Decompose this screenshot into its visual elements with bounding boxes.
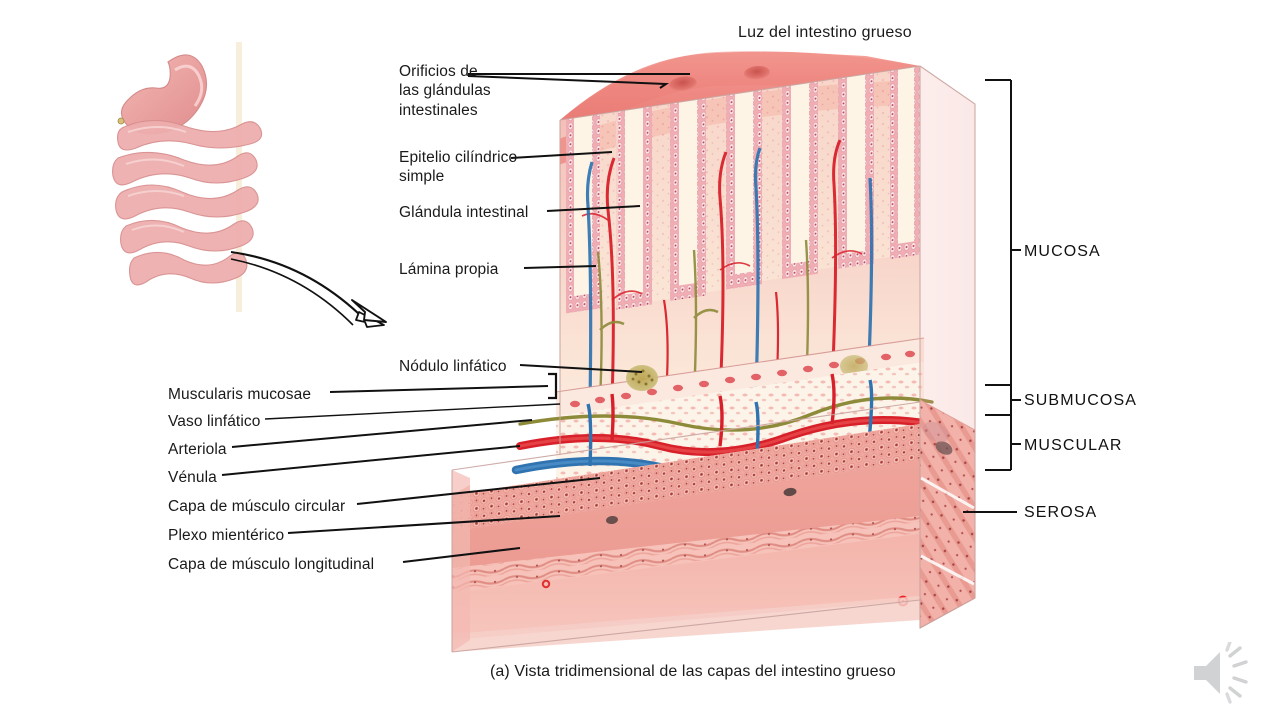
- submucosa-layer: [556, 362, 924, 482]
- layer-label-serosa: SEROSA: [1024, 504, 1098, 521]
- label-epitelio-cilindrico-simple: Epitelio cilíndrico simple: [399, 149, 518, 186]
- intestine-overview-illustration: [112, 42, 263, 312]
- leader-circular: [356, 477, 601, 505]
- submucosal-vessels: [511, 373, 939, 482]
- leader-muscularis: [329, 385, 549, 393]
- layer-label-muscular: MUSCULAR: [1024, 437, 1123, 454]
- lymphatic-nodule: [626, 355, 868, 391]
- label-capa-de-musculo-longitudinal: Capa de músculo longitudinal: [168, 556, 375, 573]
- bracket-muscularis-mucosae: [548, 372, 558, 400]
- mucosal-veins: [585, 147, 874, 405]
- leader-longitudinal: [402, 547, 521, 563]
- layer-label-mucosa: MUCOSA: [1024, 243, 1101, 260]
- mucosal-lymphatics: [596, 239, 810, 403]
- leader-arteriola: [231, 419, 533, 448]
- label-muscularis-mucosae: Muscularis mucosae: [168, 386, 312, 403]
- leader-lamina: [523, 265, 597, 269]
- layer-label-submucosa: SUBMUCOSA: [1024, 392, 1138, 409]
- leader-glandula: [546, 205, 641, 212]
- tissue-block: [451, 51, 976, 653]
- intestinal-glands: [566, 66, 920, 314]
- label-plexo-mienterico: Plexo mientérico: [168, 527, 285, 544]
- label-capa-de-musculo-circular: Capa de músculo circular: [168, 498, 346, 515]
- leader-epitelio: [510, 151, 613, 159]
- figure-caption: (a) Vista tridimensional de las capas de…: [490, 663, 896, 680]
- muscularis-mucosae-band: [555, 337, 925, 416]
- circular-muscle-layer: [452, 424, 920, 580]
- curved-pointer-arrow: [230, 250, 387, 328]
- speaker-volume-icon[interactable]: [1186, 642, 1262, 704]
- myenteric-plexus: [451, 518, 921, 594]
- label-vaso-linfatico: Vaso linfático: [168, 413, 261, 430]
- diagram-title: Luz del intestino grueso: [738, 24, 912, 41]
- mucosal-arteries: [605, 139, 842, 401]
- label-arteriola: Arteriola: [168, 441, 227, 458]
- longitudinal-muscle-layer: [452, 516, 920, 640]
- label-glandula-intestinal: Glándula intestinal: [399, 204, 529, 221]
- leader-vaso: [264, 403, 561, 420]
- right-side-face: [919, 66, 976, 629]
- layer-brackets: [963, 79, 1021, 513]
- label-orificios-de-las-glandulas-intestinales: Orificios de las glándulas intestinales: [399, 63, 491, 119]
- leader-venula: [221, 445, 521, 476]
- label-nodulo-linfatico: Nódulo linfático: [399, 358, 507, 375]
- leader-orificios-b: [467, 75, 670, 89]
- leader-nodulo: [519, 364, 643, 373]
- label-venula: Vénula: [168, 469, 217, 486]
- leader-plexo: [287, 515, 561, 534]
- label-lamina-propia: Lámina propia: [399, 261, 499, 278]
- gland-orifices: [607, 65, 897, 144]
